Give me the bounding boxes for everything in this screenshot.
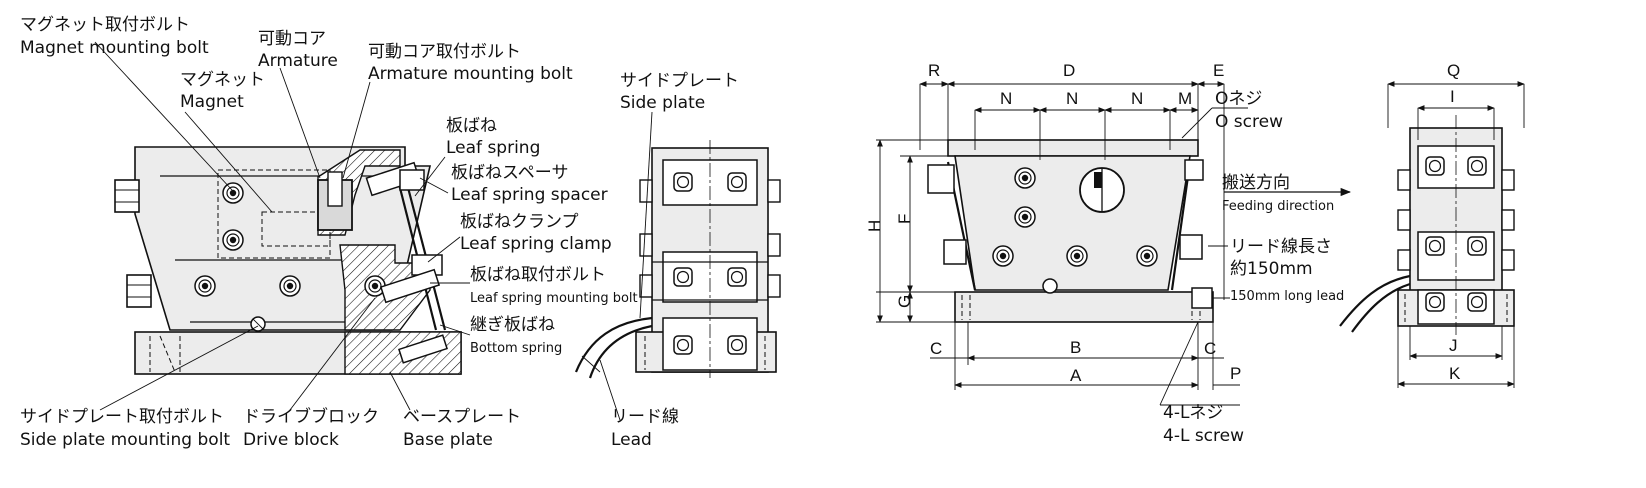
- label-l-screw-en: 4-L screw: [1163, 426, 1244, 446]
- dim-C-left: C: [930, 339, 942, 358]
- dim-N-3: N: [1131, 89, 1143, 108]
- label-o-screw-en: O screw: [1215, 112, 1283, 132]
- label-lead-length-jp2: 約150mm: [1230, 259, 1313, 279]
- label-feeding-en: Feeding direction: [1222, 199, 1334, 214]
- label-magnet-en: Magnet: [180, 92, 244, 112]
- label-base-plate-en: Base plate: [403, 430, 493, 450]
- dim-M: M: [1178, 89, 1192, 108]
- dim-A: A: [1070, 366, 1082, 385]
- label-drive-block-jp: ドライブブロック: [243, 406, 379, 427]
- label-armature-bolt-jp: 可動コア取付ボルト: [368, 42, 521, 62]
- side-view-left: [574, 111, 781, 421]
- label-leaf-spring-en: Leaf spring: [446, 138, 540, 158]
- dim-P: P: [1230, 364, 1241, 383]
- label-spring-clamp-jp: 板ばねクランプ: [460, 212, 579, 232]
- dimension-labels: R D E N N N M H F G C B C A P Q I J K: [865, 61, 1461, 385]
- label-base-plate-jp: ベースプレート: [403, 407, 521, 427]
- label-magnet-jp: マグネット: [180, 70, 265, 90]
- dim-K: K: [1449, 364, 1461, 383]
- label-feeding-jp: 搬送方向: [1222, 173, 1290, 193]
- dim-J: J: [1449, 336, 1458, 355]
- leader-lines-left: [94, 41, 471, 411]
- side-bolt-upper: [114, 179, 140, 213]
- dim-E: E: [1213, 61, 1224, 80]
- label-bottom-spring-jp: 継ぎ板ばね: [470, 315, 555, 335]
- dim-B: B: [1070, 338, 1081, 357]
- dim-H: H: [865, 220, 884, 232]
- label-spring-clamp-en: Leaf spring clamp: [460, 234, 612, 254]
- dim-D: D: [1063, 61, 1075, 80]
- label-side-plate-bolt-en: Side plate mounting bolt: [20, 430, 230, 450]
- dim-N-2: N: [1066, 89, 1078, 108]
- label-l-screw-jp: 4-Lネジ: [1163, 403, 1223, 423]
- label-lead-length-en: 150mm long lead: [1230, 289, 1344, 304]
- label-spring-bolt-jp: 板ばね取付ボルト: [470, 265, 606, 285]
- side-bolt-lower: [126, 274, 152, 308]
- dim-N-1: N: [1000, 89, 1012, 108]
- label-side-plate-jp: サイドプレート: [620, 71, 739, 91]
- section-view: [94, 41, 471, 411]
- end-view: [1339, 81, 1525, 388]
- label-lead-length-jp1: リード線長さ: [1230, 237, 1332, 257]
- label-bottom-spring-en: Bottom spring: [470, 341, 562, 356]
- label-drive-block-en: Drive block: [243, 430, 339, 450]
- dim-F: F: [895, 214, 914, 224]
- dim-Q: Q: [1447, 61, 1460, 80]
- dim-C-right: C: [1204, 339, 1216, 358]
- label-leaf-spring-jp: 板ばね: [446, 116, 497, 136]
- label-o-screw-jp: Oネジ: [1215, 89, 1262, 109]
- label-armature-jp: 可動コア: [258, 29, 326, 49]
- label-armature-bolt-en: Armature mounting bolt: [368, 64, 573, 84]
- label-spring-spacer-jp: 板ばねスペーサ: [451, 163, 568, 183]
- front-view: [876, 81, 1352, 406]
- label-magnet-bolt-jp: マグネット取付ボルト: [20, 15, 190, 35]
- label-lead-en: Lead: [611, 430, 652, 450]
- dim-I: I: [1450, 87, 1455, 106]
- label-spring-spacer-en: Leaf spring spacer: [451, 185, 608, 205]
- label-spring-bolt-en: Leaf spring mounting bolt: [470, 291, 638, 306]
- dim-R: R: [928, 61, 940, 80]
- label-armature-en: Armature: [258, 51, 338, 71]
- leaf-spring-shape: [365, 161, 448, 364]
- callout-labels: マグネット取付ボルト Magnet mounting bolt マグネット Ma…: [20, 15, 1344, 450]
- dim-G: G: [895, 295, 914, 308]
- label-lead-jp: リード線: [611, 407, 679, 427]
- label-side-plate-bolt-jp: サイドプレート取付ボルト: [20, 407, 224, 427]
- label-magnet-bolt-en: Magnet mounting bolt: [20, 38, 209, 58]
- label-side-plate-en: Side plate: [620, 93, 705, 113]
